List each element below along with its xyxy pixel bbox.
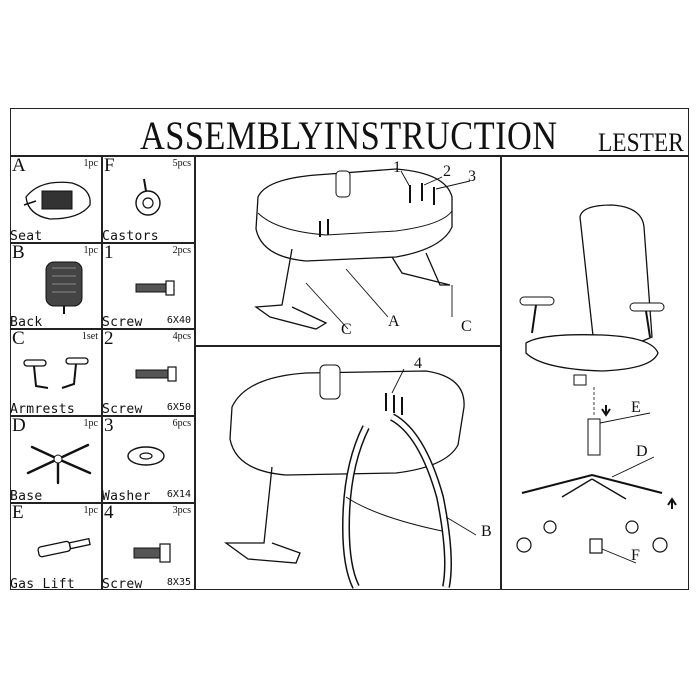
callout-gas-lift-e: E bbox=[631, 399, 641, 416]
part-letter: C bbox=[12, 328, 25, 349]
screw-illustration bbox=[133, 543, 171, 563]
part-name: Base bbox=[10, 489, 43, 504]
part-cell-base: D 1pc Base bbox=[10, 415, 101, 504]
callout-screw-2: 2 bbox=[443, 163, 451, 180]
part-letter: F bbox=[104, 155, 115, 176]
part-qty: 1set bbox=[81, 331, 98, 342]
callout-washer-3: 3 bbox=[468, 168, 476, 185]
callout-screw-4: 4 bbox=[414, 355, 422, 372]
step1-step2-divider bbox=[194, 345, 500, 347]
part-letter: 2 bbox=[104, 328, 114, 349]
part-qty: 6pcs bbox=[172, 418, 191, 429]
part-qty: 1pc bbox=[83, 505, 98, 516]
part-cell-screw-8x35: 4 3pcs Screw 8X35 bbox=[102, 502, 194, 592]
part-size: 6X50 bbox=[166, 402, 191, 413]
part-qty: 4pcs bbox=[172, 331, 191, 342]
part-name: Screw bbox=[102, 402, 143, 417]
part-letter: B bbox=[12, 242, 25, 263]
part-name: Screw bbox=[102, 577, 143, 592]
armrests-illustration bbox=[23, 357, 89, 389]
back-illustration bbox=[45, 261, 83, 314]
base-illustration bbox=[26, 443, 92, 485]
parts-col-divider bbox=[101, 155, 103, 590]
parts-row-divider bbox=[10, 242, 194, 244]
part-letter: A bbox=[12, 155, 26, 176]
part-size: 6X40 bbox=[166, 315, 191, 326]
part-cell-armrests: C 1set Armrests bbox=[10, 328, 101, 417]
parts-row-divider bbox=[10, 502, 194, 504]
part-name: Screw bbox=[102, 315, 143, 330]
part-letter: D bbox=[12, 415, 26, 436]
part-qty: 1pc bbox=[83, 158, 98, 169]
part-qty: 1pc bbox=[83, 245, 98, 256]
step1-seat-armrests-diagram bbox=[254, 168, 471, 330]
part-letter: E bbox=[12, 502, 24, 523]
callout-armrest-c-right: C bbox=[461, 318, 472, 335]
gas-lift-illustration bbox=[37, 537, 91, 558]
part-qty: 2pcs bbox=[172, 245, 191, 256]
header-divider bbox=[10, 155, 689, 157]
part-size: 6X14 bbox=[166, 489, 191, 500]
callout-seat-a: A bbox=[388, 313, 400, 330]
part-name: Washer bbox=[102, 489, 151, 504]
screw-illustration bbox=[135, 366, 177, 382]
part-name: Castors bbox=[102, 229, 159, 244]
part-size: 8X35 bbox=[166, 577, 191, 588]
part-letter: 1 bbox=[104, 242, 114, 263]
part-cell-gas-lift: E 1pc Gas Lift bbox=[10, 502, 101, 592]
part-cell-castors: F 5pcs Castors bbox=[102, 155, 194, 244]
part-qty: 1pc bbox=[83, 418, 98, 429]
part-letter: 4 bbox=[104, 502, 114, 523]
callout-base-d: D bbox=[636, 443, 648, 460]
step-divider bbox=[500, 155, 502, 590]
model-name: LESTER bbox=[598, 128, 684, 157]
part-name: Back bbox=[10, 315, 43, 330]
part-cell-screw-6x40: 1 2pcs Screw 6X40 bbox=[102, 242, 194, 330]
washer-illustration bbox=[127, 446, 165, 466]
seat-illustration bbox=[23, 181, 91, 220]
part-cell-back: B 1pc Back bbox=[10, 242, 101, 330]
part-cell-washer: 3 6pcs Washer 6X14 bbox=[102, 415, 194, 504]
parts-panel-divider bbox=[194, 155, 196, 590]
step2-back-attach-diagram bbox=[224, 364, 477, 589]
step3-base-gaslift-diagram bbox=[516, 204, 677, 564]
instruction-sheet bbox=[10, 108, 689, 590]
part-name: Armrests bbox=[10, 402, 76, 417]
callout-armrest-c-left: C bbox=[341, 321, 352, 338]
part-qty: 5pcs bbox=[172, 158, 191, 169]
parts-row-divider bbox=[10, 415, 194, 417]
part-name: Gas Lift bbox=[10, 577, 76, 592]
page-title: ASSEMBLYINSTRUCTION bbox=[140, 113, 558, 158]
callout-back-b: B bbox=[481, 523, 492, 540]
screw-illustration bbox=[135, 280, 175, 296]
castor-illustration bbox=[135, 178, 161, 216]
part-cell-seat: A 1pc Seat bbox=[10, 155, 101, 244]
part-letter: 3 bbox=[104, 415, 114, 436]
part-qty: 3pcs bbox=[172, 505, 191, 516]
part-name: Seat bbox=[10, 229, 43, 244]
callout-screw-1: 1 bbox=[393, 159, 401, 176]
parts-row-divider bbox=[10, 328, 194, 330]
callout-castor-f: F bbox=[631, 547, 640, 564]
part-cell-screw-6x50: 2 4pcs Screw 6X50 bbox=[102, 328, 194, 417]
